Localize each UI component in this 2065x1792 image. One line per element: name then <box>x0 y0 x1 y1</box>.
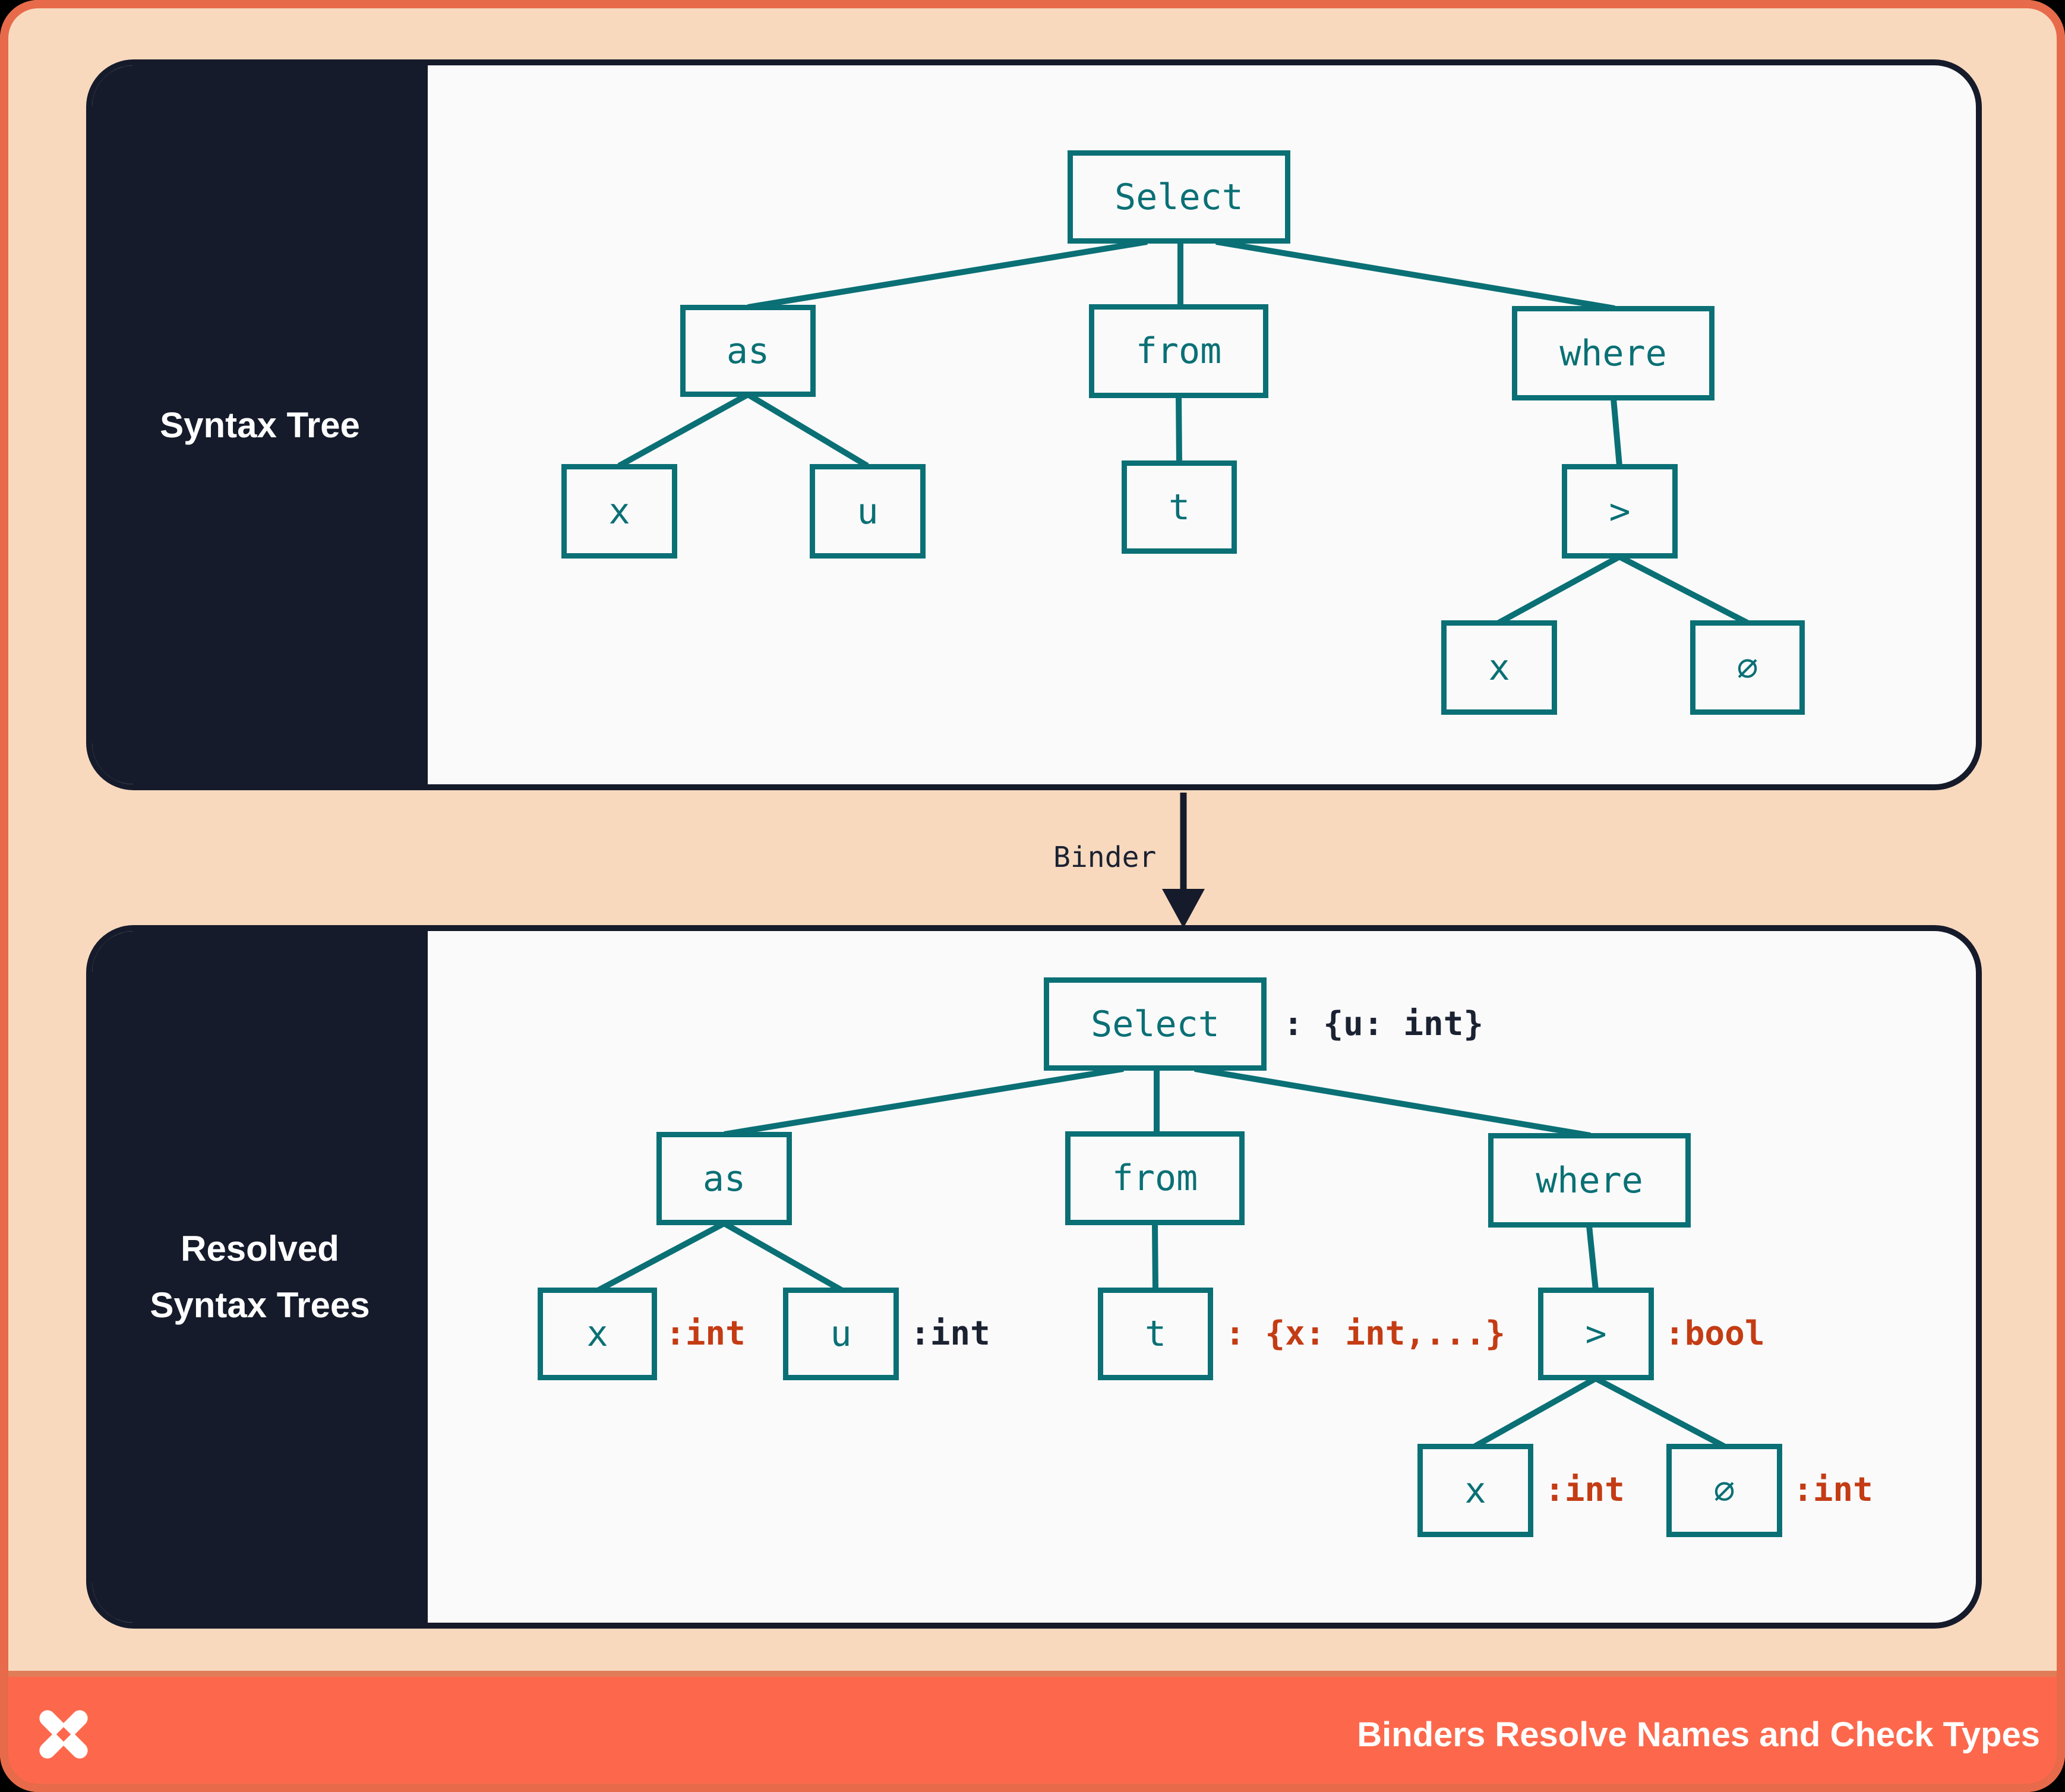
edge-rgt-zero <box>1594 1375 1726 1449</box>
node-u: u <box>810 464 926 559</box>
syntax-tree-panel-sidebar: Syntax Tree <box>92 65 428 784</box>
binder-arrowhead-icon <box>1162 889 1205 928</box>
rnode-select-label: Select <box>1091 1003 1220 1045</box>
rnode-zero: ∅ <box>1666 1444 1782 1537</box>
type-annotation-x: :int <box>665 1314 746 1353</box>
type-annotation-t: : {x: int,...} <box>1225 1314 1506 1353</box>
edge-as-x <box>617 392 750 469</box>
rnode-t-label: t <box>1144 1313 1167 1355</box>
edge-select-where <box>1215 239 1615 311</box>
node-as-label: as <box>726 330 770 372</box>
edge-ras-u <box>722 1220 843 1293</box>
edge-as-u <box>746 392 869 469</box>
rnode-from-label: from <box>1112 1157 1198 1199</box>
edge-ras-x <box>597 1220 726 1293</box>
resolved-syntax-panel-title-line2: Syntax Trees <box>150 1285 370 1325</box>
rnode-x: x <box>538 1288 657 1380</box>
edge-where-gt <box>1611 398 1622 466</box>
edge-rselect-where <box>1194 1066 1591 1138</box>
resolved-syntax-panel: Resolved Syntax Trees <box>86 925 1982 1629</box>
footer-caption: Binders Resolve Names and Check Types <box>1357 1715 2040 1754</box>
rnode-as: as <box>656 1132 792 1225</box>
resolved-syntax-panel-title-line1: Resolved <box>181 1229 339 1269</box>
node-select: Select <box>1068 150 1290 244</box>
rnode-where-label: where <box>1536 1159 1643 1201</box>
rnode-x2-label: x <box>1464 1469 1486 1512</box>
rnode-x-label: x <box>586 1313 608 1355</box>
rnode-gt: > <box>1538 1288 1654 1380</box>
node-where: where <box>1512 306 1714 400</box>
type-annotation-u: :int <box>910 1314 990 1353</box>
node-where-label: where <box>1559 332 1667 374</box>
edge-rgt-x <box>1473 1375 1597 1449</box>
rnode-select: Select <box>1044 977 1267 1071</box>
node-x2: x <box>1441 620 1557 715</box>
rnode-x2: x <box>1417 1444 1533 1537</box>
node-x-label: x <box>608 490 630 532</box>
resolved-syntax-panel-sidebar: Resolved Syntax Trees <box>92 931 428 1623</box>
edge-rwhere-gt <box>1586 1225 1599 1291</box>
x-star-logo-icon <box>39 1710 88 1759</box>
edge-gt-x <box>1497 554 1621 626</box>
rnode-from: from <box>1065 1131 1245 1225</box>
edge-select-as <box>747 239 1148 310</box>
rnode-u-label: u <box>830 1313 852 1355</box>
node-select-label: Select <box>1114 176 1243 218</box>
node-gt-label: > <box>1609 490 1631 532</box>
edge-rselect-as <box>724 1066 1124 1137</box>
rnode-zero-label: ∅ <box>1713 1469 1735 1512</box>
node-zero-label: ∅ <box>1736 646 1758 689</box>
node-x: x <box>561 464 677 559</box>
node-from-label: from <box>1135 330 1222 372</box>
node-u-label: u <box>857 490 879 532</box>
node-as: as <box>680 305 816 397</box>
syntax-tree-panel: Syntax Tree <box>86 59 1982 790</box>
binder-arrow <box>1162 793 1205 928</box>
type-annotation-gt: :bool <box>1665 1314 1765 1353</box>
rnode-gt-label: > <box>1585 1313 1607 1355</box>
type-annotation-zero: :int <box>1793 1471 1873 1509</box>
node-t: t <box>1122 460 1237 554</box>
node-gt: > <box>1562 464 1678 559</box>
node-zero: ∅ <box>1690 620 1805 715</box>
type-annotation-x2: :int <box>1545 1471 1625 1509</box>
footer-bar: Binders Resolve Names and Check Types <box>0 1671 2065 1792</box>
resolved-tree-edge-group <box>597 1066 1726 1449</box>
rnode-t: t <box>1098 1288 1213 1380</box>
node-x2-label: x <box>1488 646 1510 689</box>
syntax-tree-panel-title: Syntax Tree <box>160 405 360 445</box>
node-from: from <box>1089 304 1268 398</box>
rnode-u: u <box>783 1288 899 1380</box>
rnode-where: where <box>1488 1133 1691 1228</box>
syntax-tree-edge-group <box>617 239 1749 626</box>
binder-arrow-label: Binder <box>1053 841 1157 874</box>
rnode-as-label: as <box>702 1157 746 1200</box>
node-t-label: t <box>1168 486 1191 528</box>
type-annotation-select: : {u: int} <box>1283 1005 1484 1043</box>
edge-gt-zero <box>1618 554 1749 626</box>
